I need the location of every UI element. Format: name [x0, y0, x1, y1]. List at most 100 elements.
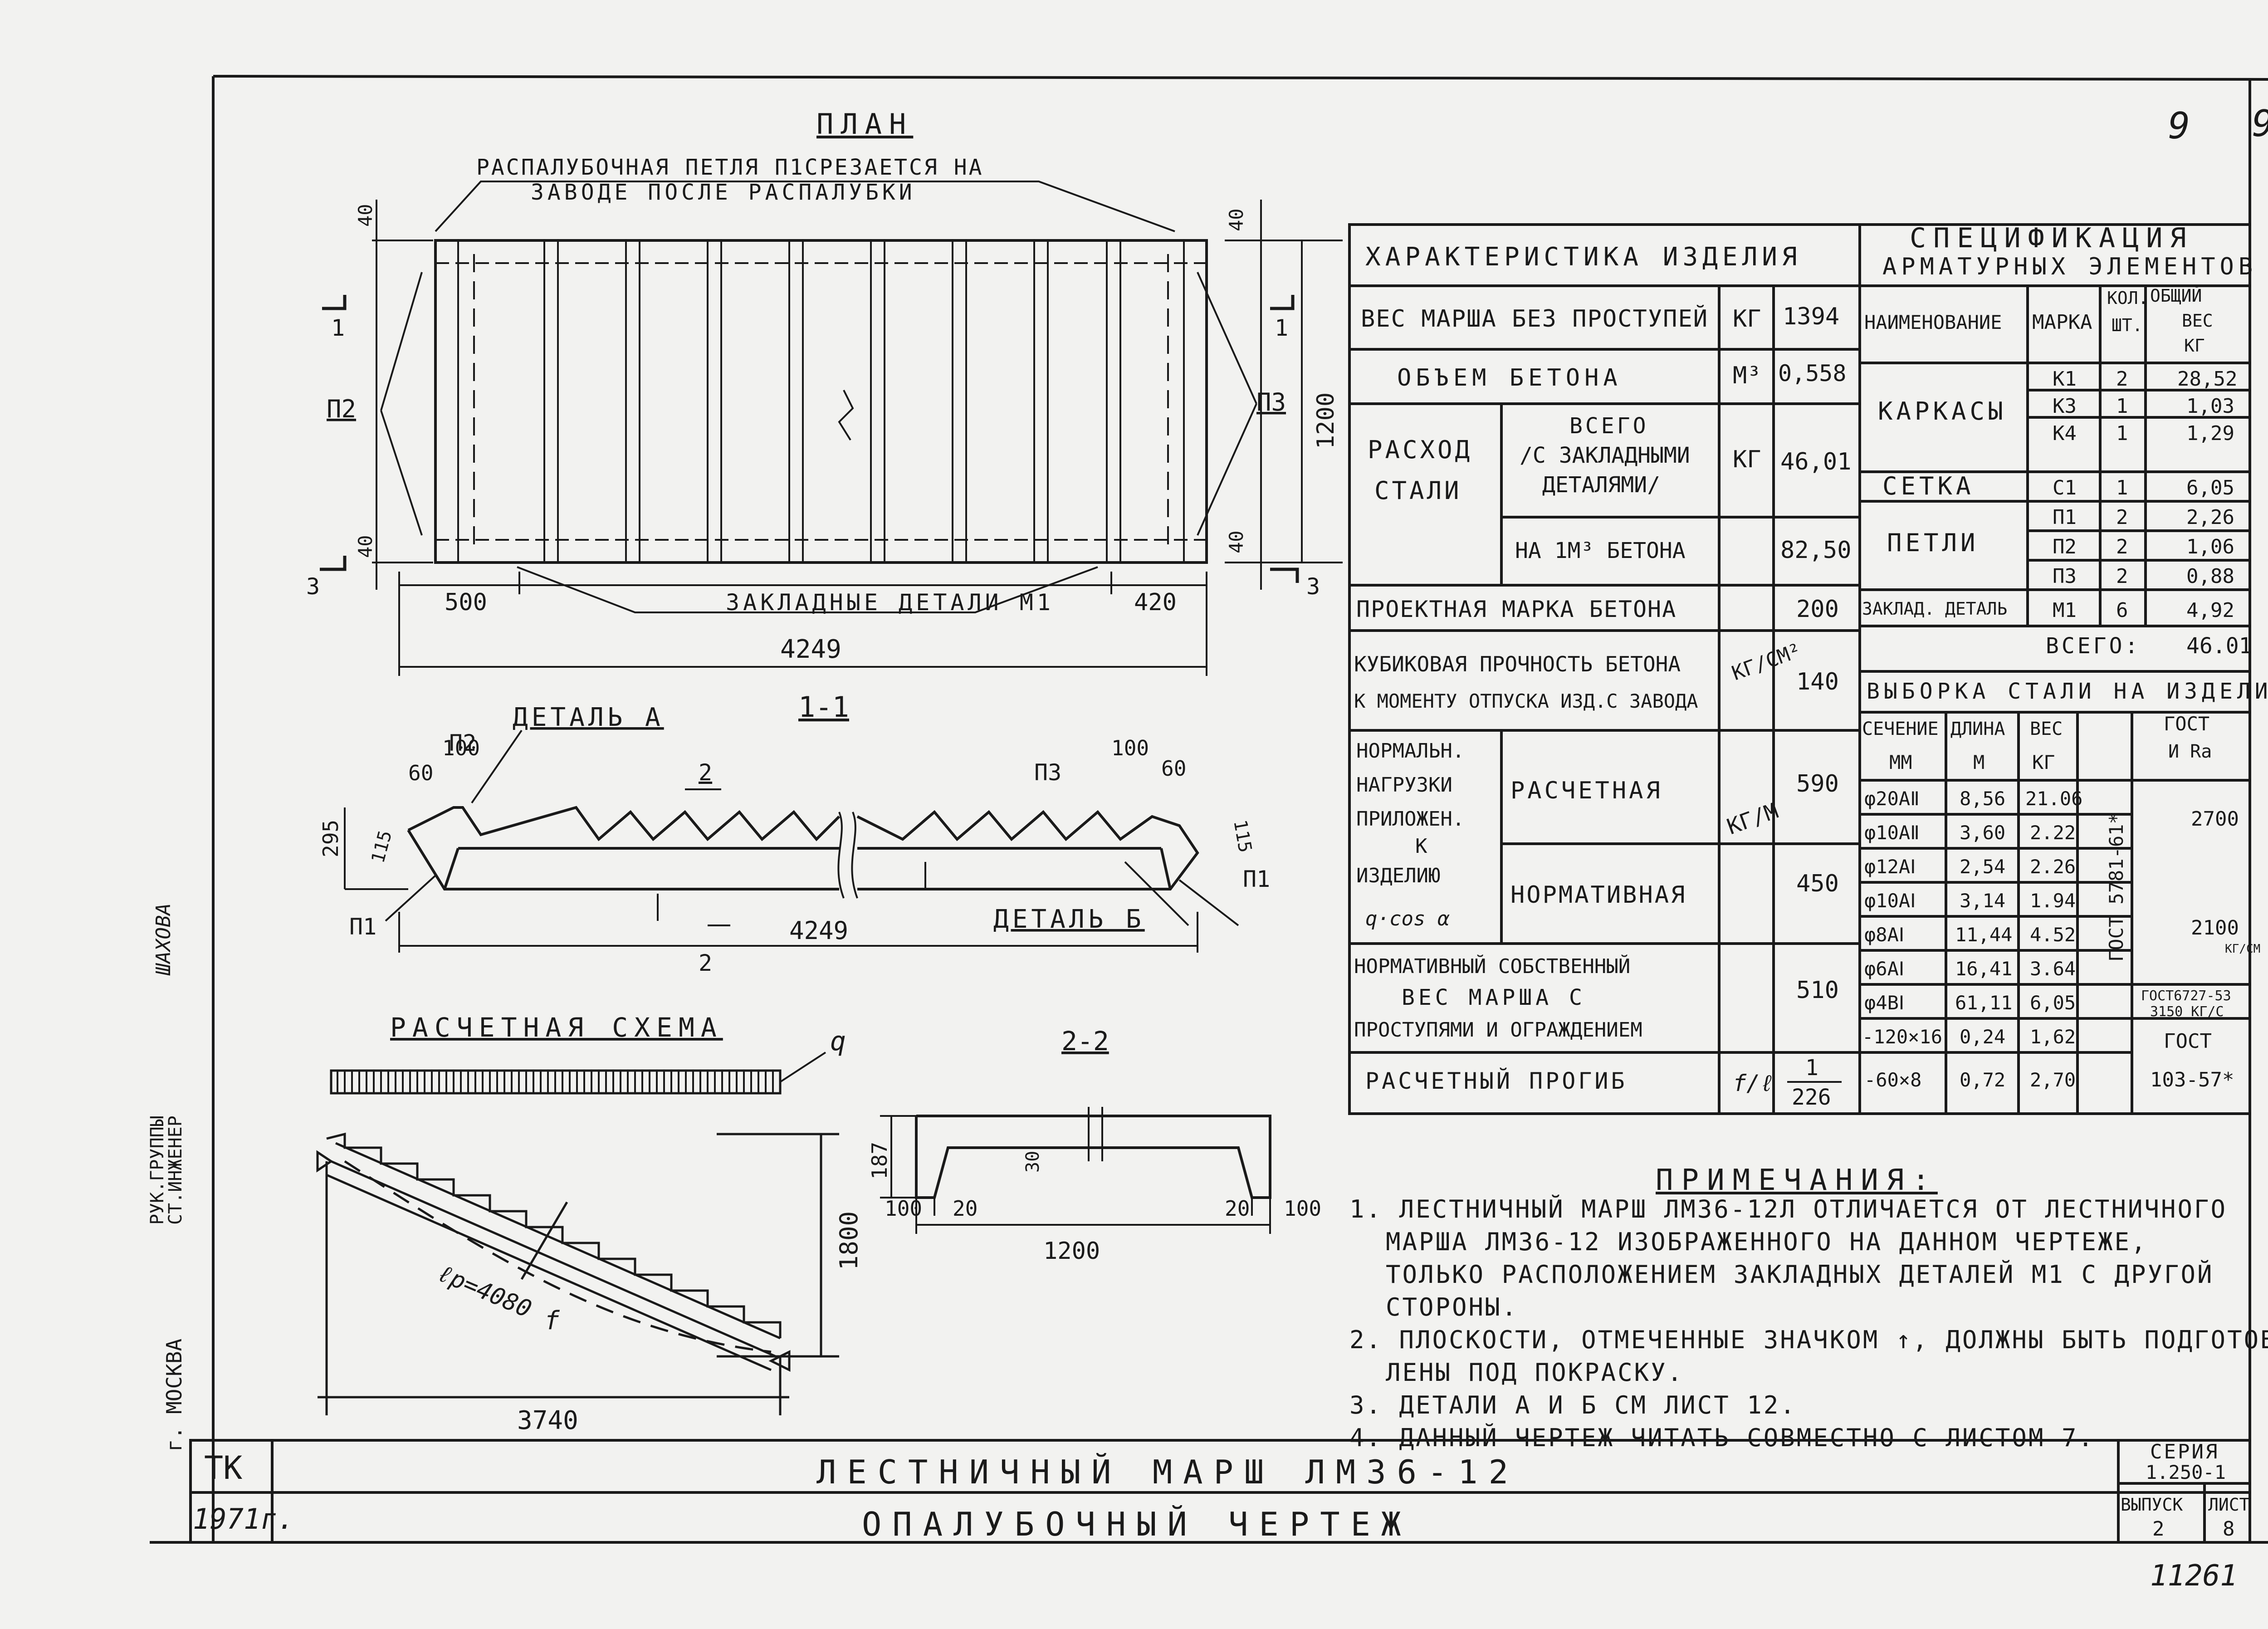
sel-row-weight: 6,05	[2030, 992, 2076, 1014]
sec22-dim-1200: 1200	[1043, 1238, 1100, 1265]
char-grade-label: ПРОЕКТНАЯ МАРКА БЕТОНА	[1356, 596, 1677, 622]
char-steel-all-1: ВСЕГО	[1569, 413, 1649, 439]
sec11-dim-100a: 100	[442, 736, 480, 760]
spec-row-mark: П1	[2053, 506, 2077, 529]
sec22-dim-20r: 20	[1225, 1196, 1250, 1221]
sel-row-section: φ8АⅠ	[1864, 924, 1904, 946]
plan-note-1: РАСПАЛУБОЧНАЯ ПЕТЛЯ П1СРЕЗАЕТСЯ НА	[476, 155, 984, 180]
sec11-dim-100b: 100	[1111, 736, 1149, 760]
sel-hdr-section-2: ММ	[1889, 751, 1912, 773]
plan-note-2: ЗАВОДЕ ПОСЛЕ РАСПАЛУБКИ	[531, 180, 916, 205]
tb-issue-label: ВЫПУСК	[2121, 1495, 2183, 1515]
sel-ra-2700: 2700	[2191, 807, 2239, 831]
char-steel-per-m3-value: 82,50	[1780, 537, 1852, 564]
spec-hdr-total-3: КГ	[2184, 336, 2205, 356]
char-steel-label-2: СТАЛИ	[1374, 476, 1462, 505]
sheet-number-edge: 9	[2252, 103, 2268, 145]
char-steel-label-1: РАСХОД	[1368, 435, 1472, 464]
sel-hdr-gost-2: И Rа	[2168, 741, 2212, 762]
spec-row-qty: 1	[2116, 422, 2128, 445]
tb-title: ЛЕСТНИЧНЫЙ МАРШ ЛМ36-12	[816, 1453, 1519, 1491]
cut-1-left: 1	[331, 315, 345, 341]
sel-row-length: 8,56	[1960, 788, 2005, 810]
char-self-weight-1: НОРМАТИВНЫЙ СОБСТВЕННЫЙ	[1354, 954, 1630, 978]
sel-row-weight: 2.22	[2030, 822, 2076, 844]
specification-table: СПЕЦИФИКАЦИЯ АРМАТУРНЫХ ЭЛЕМЕНТОВ НАИМЕН…	[1858, 222, 2253, 673]
sec22-dim-20l: 20	[953, 1196, 978, 1221]
sel-row-length: 3,14	[1960, 890, 2005, 912]
sheet-number: 9	[2168, 105, 2190, 147]
spec-row-mark: С1	[2053, 476, 2077, 499]
sec22-dim-187: 187	[867, 1142, 892, 1179]
spec-row-weight: 1,06	[2186, 535, 2234, 558]
spec-row-mark: К4	[2053, 422, 2077, 445]
char-self-weight-2: ВЕС МАРША С	[1402, 985, 1586, 1010]
cut-3-left: 3	[306, 573, 320, 600]
char-steel-all-2: /С ЗАКЛАДНЫМИ	[1520, 443, 1690, 468]
char-weight-label: ВЕС МАРША БЕЗ ПРОСТУПЕЙ	[1361, 305, 1708, 333]
char-unit-kgcm2: КГ/СМ²	[1729, 639, 1804, 685]
char-volume-unit: М³	[1733, 362, 1761, 389]
sel-row-section: φ10АⅠ	[1864, 890, 1916, 912]
spec-row-qty: 2	[2116, 565, 2128, 588]
char-cube-label-2: К МОМЕНТУ ОТПУСКА ИЗД.С ЗАВОДА	[1354, 690, 1698, 712]
sel-gost-103b: 103-57*	[2150, 1068, 2234, 1091]
spec-row-weight: 1,03	[2186, 395, 2234, 418]
sec11-p3: П3	[1034, 759, 1061, 786]
spec-row-weight: 4,92	[2186, 599, 2234, 622]
char-loads-l3: ПРИЛОЖЕН.	[1356, 807, 1464, 831]
sel-gost-103a: ГОСТ	[2164, 1030, 2212, 1053]
char-steel-unit: КГ	[1733, 446, 1761, 473]
char-weight-unit: КГ	[1733, 305, 1761, 333]
spec-group-frames: КАРКАСЫ	[1878, 397, 2007, 426]
tb-subtitle: ОПАЛУБОЧНЫЙ ЧЕРТЕЖ	[862, 1505, 1412, 1543]
spec-row-weight: 6,05	[2186, 476, 2234, 499]
sel-row-length: 3,60	[1960, 822, 2005, 844]
spec-group-loops: ПЕТЛИ	[1887, 528, 1979, 557]
sel-ra-unit: КГ/СМ	[2225, 942, 2260, 956]
spec-row-qty: 1	[2116, 395, 2128, 418]
margin-engineer: СТ.ИНЖЕНЕР	[165, 1115, 186, 1225]
char-self-weight-3: ПРОСТУПЯМИ И ОГРАЖДЕНИЕМ	[1354, 1018, 1642, 1042]
char-steel-all-3: ДЕТАЛЯМИ/	[1542, 472, 1660, 498]
char-title: ХАРАКТЕРИСТИКА ИЗДЕЛИЯ	[1365, 242, 1802, 272]
sel-row-weight: 1.94	[2030, 890, 2076, 912]
plan-dim-40-bl: 40	[354, 535, 376, 558]
scheme-dim-1800: 1800	[835, 1211, 863, 1270]
plan-title: ПЛАН	[816, 108, 913, 141]
sec11-p2: П2	[449, 730, 476, 756]
spec-hdr-qty-2: ШТ.	[2112, 315, 2143, 335]
char-self-weight-value: 510	[1796, 977, 1839, 1004]
char-loads-design: РАСЧЕТНАЯ	[1510, 777, 1663, 804]
distributed-load	[330, 1069, 782, 1095]
plan-p3: П3	[1256, 388, 1286, 416]
detail-b-label: ДЕТАЛЬ Б	[993, 905, 1145, 934]
char-deflection-label: РАСЧЕТНЫЙ ПРОГИБ	[1365, 1067, 1628, 1094]
section-1-1-title: 1-1	[798, 690, 849, 724]
char-loads-l1: НОРМАЛЬН.	[1356, 739, 1464, 763]
spec-row-qty: 6	[2116, 599, 2128, 622]
sec11-dim-4249: 4249	[789, 916, 848, 945]
char-loads-design-value: 590	[1796, 770, 1839, 797]
section-2-2-title: 2-2	[1061, 1026, 1109, 1057]
char-volume-value: 0,558	[1778, 360, 1847, 386]
sel-hdr-length-2: М	[1973, 751, 1984, 773]
spec-row-qty: 2	[2116, 535, 2128, 558]
scheme-load-q: q	[830, 1026, 846, 1057]
char-loads-l2: НАГРУЗКИ	[1356, 773, 1452, 797]
char-volume-label: ОБЪЕМ БЕТОНА	[1397, 364, 1622, 391]
spec-row-weight: 0,88	[2186, 565, 2234, 588]
sec11-dim-295: 295	[318, 820, 343, 857]
tb-sheet-value: 8	[2223, 1517, 2235, 1541]
char-loads-l4: К	[1415, 835, 1427, 858]
sel-row-weight: 2.26	[2030, 856, 2076, 878]
sec22-dim-100r: 100	[1284, 1196, 1321, 1221]
sel-title: ВЫБОРКА СТАЛИ НА ИЗДЕЛИЕ	[1867, 679, 2268, 704]
sel-hdr-section-1: СЕЧЕНИЕ	[1862, 719, 1939, 739]
spec-row-mark: П3	[2053, 565, 2077, 588]
sel-ra-3150: 3150 КГ/С	[2150, 1004, 2224, 1020]
spec-hdr-name: НАИМЕНОВАНИЕ	[1864, 311, 2002, 333]
sel-ra-2100: 2100	[2191, 916, 2239, 939]
plan-outline	[434, 239, 1208, 564]
spec-total-value: 46.01	[2186, 633, 2252, 659]
